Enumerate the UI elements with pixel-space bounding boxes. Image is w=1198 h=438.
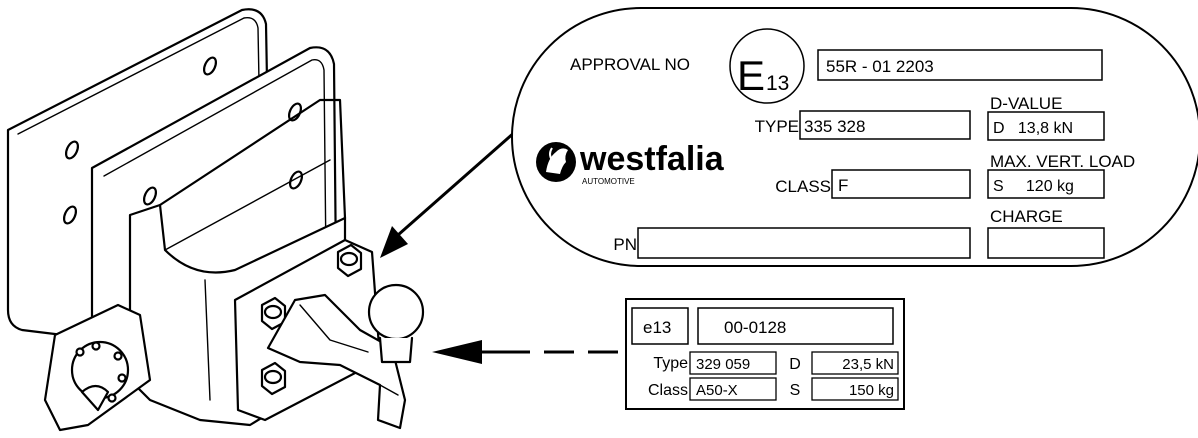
label-number-value: 00-0128 <box>724 318 786 337</box>
e-mark-number: 13 <box>766 72 789 95</box>
pn-label: PN <box>613 235 637 254</box>
dvalue-label: D-VALUE <box>990 94 1062 113</box>
type-value: 335 328 <box>804 117 865 136</box>
class-field <box>831 169 971 199</box>
label-number-field <box>697 307 894 345</box>
label-type-label: Type <box>653 355 688 372</box>
maxload-value: S 120 kg <box>993 178 1074 195</box>
arrow-to-label <box>432 340 625 364</box>
label-d-field <box>811 351 899 375</box>
maxload-field <box>987 169 1105 199</box>
label-class-label: Class <box>648 382 688 399</box>
westfalia-logo: westfalia AUTOMOTIVE <box>536 140 725 186</box>
label-d-label: D <box>789 356 801 373</box>
ball-neck <box>266 293 407 430</box>
pn-field <box>637 227 971 259</box>
approval-sticker: e13 00-0128 Type 329 059 D 23,5 kN Class… <box>625 298 905 410</box>
approval-label: APPROVAL NO <box>570 55 690 74</box>
charge-label: CHARGE <box>990 207 1063 226</box>
charge-field <box>987 227 1105 259</box>
e-mark-letter: E <box>737 52 765 99</box>
e-code-field <box>631 307 689 345</box>
label-s-label: S <box>790 382 801 399</box>
label-s-value: 150 kg <box>849 382 894 399</box>
approval-number-value: 55R - 01 2203 <box>826 57 934 76</box>
logo-sub: AUTOMOTIVE <box>582 177 635 186</box>
maxload-label: MAX. VERT. LOAD <box>990 152 1135 171</box>
e-code-value: e13 <box>643 318 671 337</box>
towbar-illustration <box>6 8 425 432</box>
label-class-field <box>689 377 777 401</box>
label-type-field <box>689 351 777 375</box>
type-field <box>799 110 971 140</box>
bolt <box>260 361 287 396</box>
logo-brand: westfalia <box>579 140 725 178</box>
dvalue-field <box>987 111 1105 141</box>
label-class-value: A50-X <box>696 382 738 399</box>
bolt <box>260 296 287 331</box>
class-label: CLASS <box>775 177 831 196</box>
approval-number-field <box>817 49 1103 81</box>
label-d-value: 23,5 kN <box>842 356 894 373</box>
class-value: F <box>838 176 848 195</box>
type-plate: APPROVAL NO E 13 55R - 01 2203 D-VALUE D… <box>511 7 1198 267</box>
dvalue-value: D 13,8 kN <box>993 120 1073 137</box>
type-label: TYPE <box>755 117 799 136</box>
tow-ball <box>367 283 425 341</box>
label-type-value: 329 059 <box>696 356 750 373</box>
bolt <box>336 243 363 278</box>
label-s-field <box>811 377 899 401</box>
e-mark-circle <box>729 28 805 104</box>
